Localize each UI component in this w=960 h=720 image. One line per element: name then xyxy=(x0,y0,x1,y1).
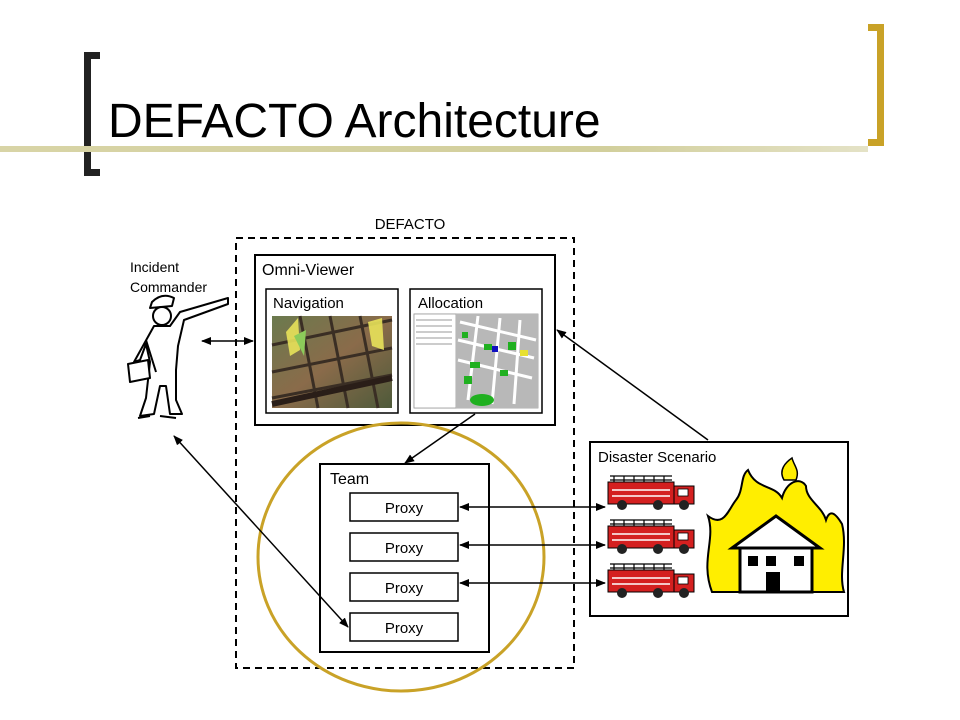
burning-house-icon xyxy=(706,456,846,594)
title-underline-rule xyxy=(0,146,868,152)
proxy-box-1 xyxy=(349,492,459,522)
right-bracket-decoration xyxy=(868,24,884,146)
arrow-disaster-omni-viewer xyxy=(556,329,709,441)
fire-truck-icon xyxy=(607,519,695,554)
incident-commander-figure xyxy=(127,294,229,419)
omni-viewer-label: Omni-Viewer xyxy=(262,262,355,279)
arrow-commander-proxy xyxy=(173,435,349,628)
disaster-scenario-label: Disaster Scenario xyxy=(598,449,716,466)
navigation-3d-map-image xyxy=(271,315,393,409)
proxy-label-3: Proxy xyxy=(385,580,424,597)
navigation-label: Navigation xyxy=(273,295,344,312)
proxy-box-2 xyxy=(349,532,459,562)
defacto-label: DEFACTO xyxy=(375,216,446,233)
fire-truck-icon xyxy=(607,563,695,598)
incident-commander-label-line2: Commander xyxy=(130,279,207,295)
proxy-box-4 xyxy=(349,612,459,642)
left-bracket-decoration xyxy=(84,52,100,176)
allocation-map-image xyxy=(413,313,539,409)
proxy-label-1: Proxy xyxy=(385,500,424,517)
allocation-label: Allocation xyxy=(418,295,483,312)
incident-commander-label-line1: Incident xyxy=(130,259,179,275)
proxy-box-3 xyxy=(349,572,459,602)
arrow-allocation-team xyxy=(404,413,476,464)
fire-truck-icon xyxy=(607,475,695,510)
team-label: Team xyxy=(330,471,369,488)
proxy-label-2: Proxy xyxy=(385,540,424,557)
proxy-label-4: Proxy xyxy=(385,620,424,637)
slide-title: DEFACTO Architecture xyxy=(108,95,601,148)
